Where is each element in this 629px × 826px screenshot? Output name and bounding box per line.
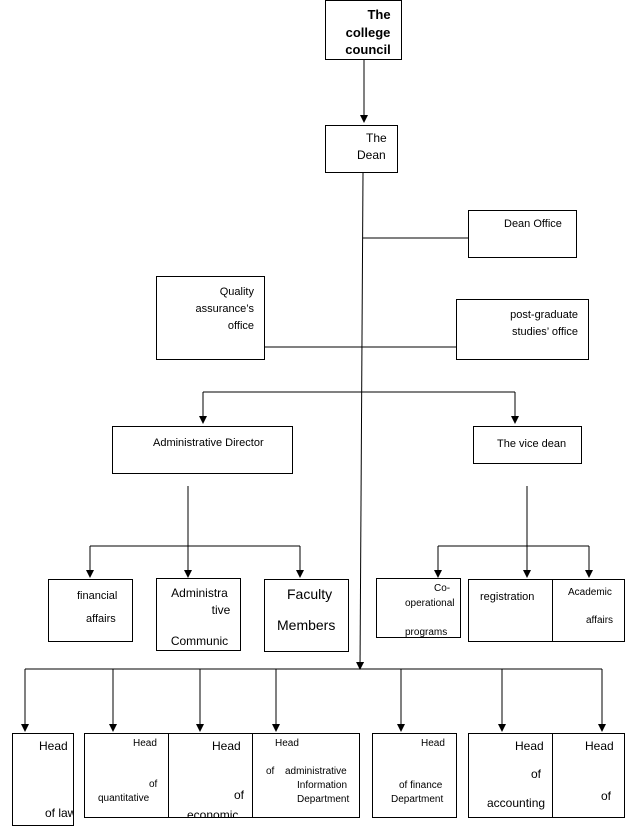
dean-office-label: Dean Office	[504, 218, 562, 230]
head-admin-info-line-4: Information	[297, 780, 348, 791]
financial-line-1: financial	[77, 590, 118, 602]
head-admin-info-line-3: administrative	[285, 766, 347, 777]
financial-line-2: affairs	[86, 613, 116, 625]
quality-line-1: Quality	[219, 286, 254, 298]
admin-comm-line-2: tive	[211, 603, 231, 617]
head-quant-line-2: of	[149, 779, 158, 790]
head-of-law-box: Head of law	[12, 733, 74, 826]
head-of-economic-box: Head of economic	[168, 733, 253, 818]
quality-assurance-box: Quality assurance’s office	[156, 276, 265, 360]
college-council-line-3: council	[345, 42, 391, 57]
dean-office-box: Dean Office	[468, 210, 577, 258]
cooperational-programs-box: Co- operational programs	[376, 578, 461, 638]
registration-box: registration	[468, 579, 553, 642]
faculty-line-2: Members	[277, 617, 336, 633]
academic-affairs-box: Academic affairs	[552, 579, 625, 642]
head-last-line-2: of	[601, 789, 612, 803]
head-econ-line-2: of	[234, 788, 245, 802]
college-council-box: The college council	[325, 0, 402, 60]
head-finance-line-2: of finance	[399, 780, 443, 791]
head-law-line-1: Head	[39, 739, 68, 753]
postgrad-line-1: post-graduate	[510, 309, 578, 321]
coop-line-1: Co-	[434, 583, 451, 594]
vice-dean-label: The vice dean	[497, 438, 567, 450]
head-quant-line-1: Head	[133, 738, 157, 749]
head-admin-info-line-1: Head	[275, 738, 299, 749]
academic-line-2: affairs	[586, 615, 614, 626]
head-last-line-1: Head	[585, 739, 614, 753]
admin-comm-line-1: Administra	[171, 586, 228, 600]
financial-affairs-box: financial affairs	[48, 579, 133, 642]
head-accounting-line-2: of	[531, 767, 542, 781]
postgrad-line-2: studies’ office	[511, 326, 578, 338]
dean-line-2: Dean	[357, 148, 386, 162]
head-of-administrative-information-box: Head of administrative Information Depar…	[252, 733, 360, 818]
postgraduate-office-box: post-graduate studies’ office	[456, 299, 589, 360]
dean-line-1: The	[366, 131, 387, 145]
head-accounting-line-3: accounting	[487, 796, 546, 810]
head-finance-line-3: Department	[391, 794, 444, 805]
head-econ-line-1: Head	[212, 739, 241, 753]
academic-line-1: Academic	[568, 587, 612, 598]
quality-line-2: assurance’s	[195, 303, 255, 315]
head-admin-info-line-2: of	[266, 766, 275, 777]
registration-label: registration	[480, 591, 535, 603]
college-council-line-1: The	[367, 7, 391, 22]
college-council-line-2: college	[345, 25, 391, 40]
administrative-director-label: Administrative Director	[153, 437, 264, 449]
head-quant-line-3: quantitative	[98, 793, 150, 804]
vice-dean-box: The vice dean	[473, 426, 582, 464]
head-of-finance-box: Head of finance Department	[372, 733, 457, 818]
quality-line-3: office	[227, 320, 254, 332]
head-admin-info-line-5: Department	[297, 794, 350, 805]
head-law-line-2: of law	[45, 806, 74, 820]
head-last-box: Head of	[552, 733, 625, 818]
head-of-quantitative-box: Head of quantitative	[84, 733, 169, 818]
faculty-members-box: Faculty Members	[264, 579, 349, 652]
faculty-line-1: Faculty	[287, 586, 333, 602]
head-accounting-line-1: Head	[515, 739, 544, 753]
administrative-director-box: Administrative Director	[112, 426, 293, 474]
admin-comm-line-3: Communic	[170, 634, 229, 648]
trunk-line	[356, 172, 365, 670]
head-of-accounting-box: Head of accounting	[468, 733, 553, 818]
coop-line-3: programs	[405, 627, 448, 638]
dean-box: The Dean	[325, 125, 398, 173]
head-econ-line-3: economic	[187, 808, 239, 818]
coop-line-2: operational	[405, 598, 455, 609]
administrative-communication-box: Administra tive Communic	[156, 578, 241, 651]
head-finance-line-1: Head	[421, 738, 445, 749]
